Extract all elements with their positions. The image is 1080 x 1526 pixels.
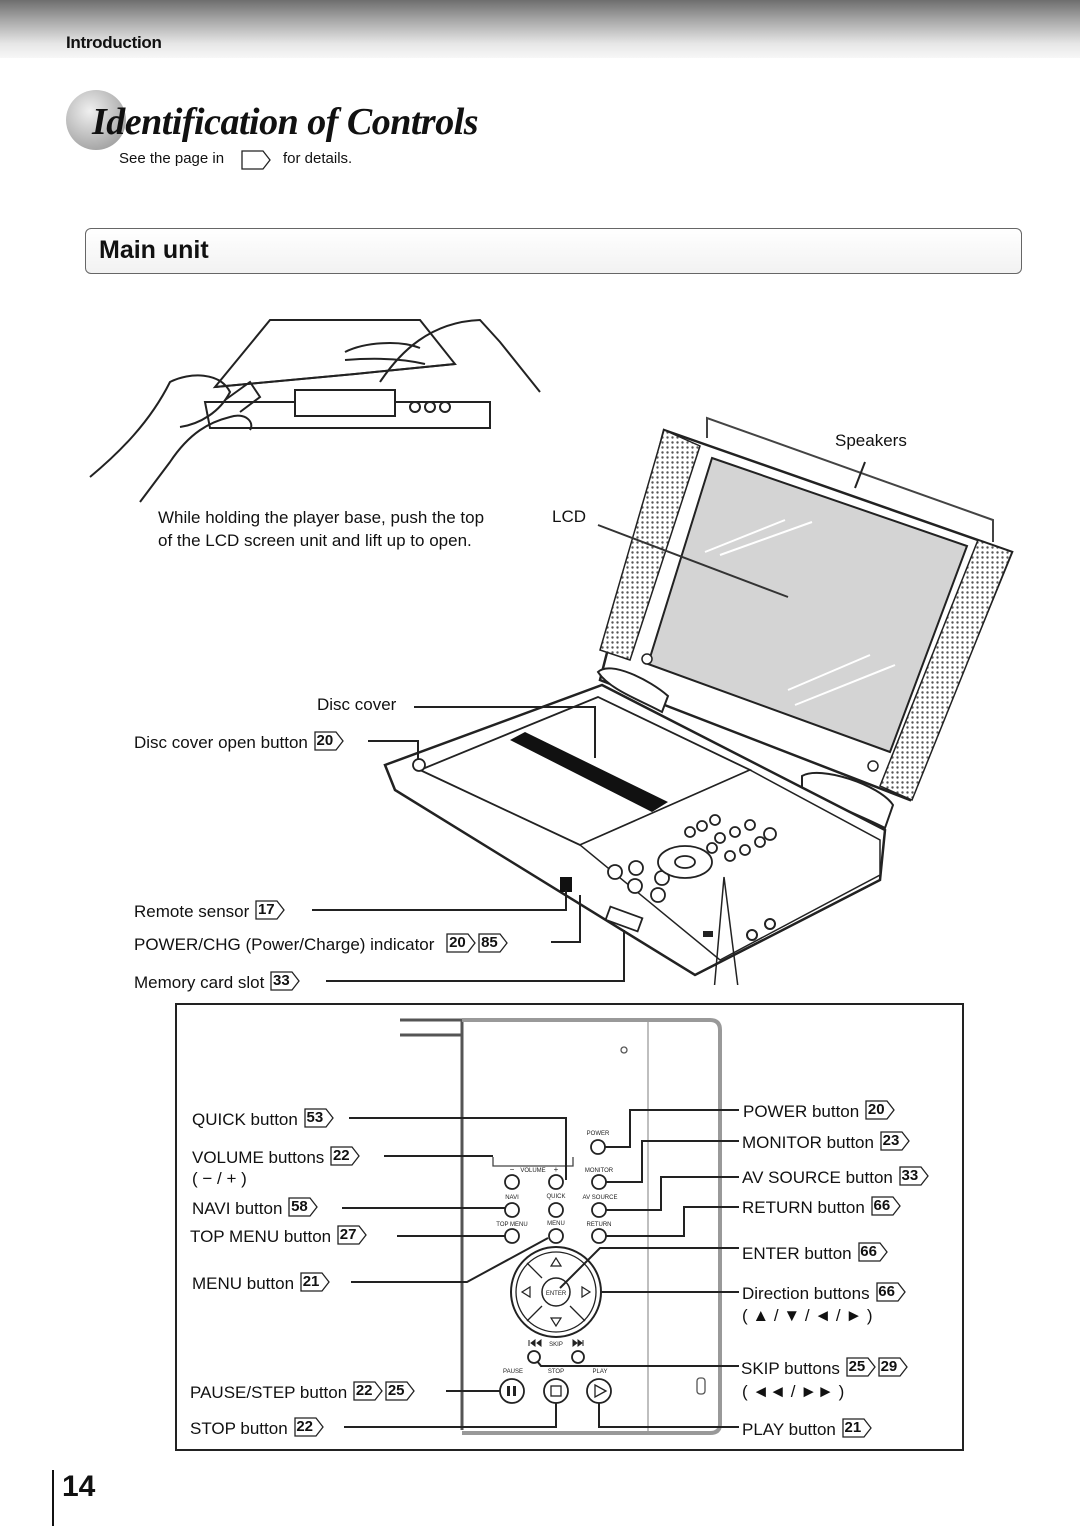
page-ref-icon: 22 — [330, 1146, 361, 1171]
hint-text-before: See the page in — [119, 150, 225, 167]
label-skip-sub: ( ◄◄ / ►► ) — [742, 1382, 845, 1401]
page-ref-icon: 58 — [288, 1197, 319, 1222]
tiny-label-top-menu: TOP MENU — [496, 1222, 527, 1228]
main-unit-illustration — [383, 416, 1014, 985]
tiny-label-minus: − — [510, 1165, 515, 1174]
tiny-label-menu: MENU — [547, 1221, 565, 1227]
section-label: Introduction — [66, 33, 162, 52]
page-ref-icon: 27 — [337, 1225, 367, 1250]
page-ref-icon: 25 — [385, 1381, 416, 1406]
tiny-label-navi: NAVI — [505, 1195, 519, 1201]
page-ref-icon: 17 — [255, 900, 286, 925]
page-ref-icon: 66 — [875, 1282, 906, 1307]
tiny-label-return: RETURN — [587, 1222, 612, 1228]
tiny-label-quick: QUICK — [546, 1194, 565, 1200]
control-panel-detail-box — [175, 1003, 964, 1451]
tiny-label-volume: VOLUME — [520, 1168, 545, 1174]
tiny-label-enter: ENTER — [546, 1291, 567, 1297]
tiny-label-plus: + — [554, 1165, 559, 1174]
page-ref-icon: 20 — [865, 1100, 896, 1125]
page-ref-icon: 25 — [846, 1357, 876, 1382]
opening-illustration — [89, 318, 541, 503]
tiny-label-skip: SKIP — [549, 1342, 563, 1348]
tiny-label-monitor: MONITOR — [585, 1168, 614, 1174]
title-bullet-icon — [66, 90, 126, 150]
tiny-label-pause: PAUSE — [503, 1369, 523, 1375]
header-bar — [0, 0, 1080, 58]
speakers-label: Speakers — [835, 431, 907, 450]
page-ref-icon: 85 — [478, 933, 509, 958]
page-number: 14 — [62, 1470, 96, 1503]
page-ref-icon: 22 — [353, 1381, 384, 1406]
page-ref-icon: 66 — [857, 1242, 888, 1267]
callout-disc-cover: Disc cover — [317, 695, 397, 714]
page-ref-icon — [241, 150, 271, 170]
lcd-label: LCD — [552, 507, 587, 526]
page-ref-icon: 66 — [871, 1196, 901, 1221]
tiny-label-stop: STOP — [548, 1369, 564, 1375]
tiny-label-play: PLAY — [593, 1369, 608, 1375]
footer-rule — [52, 1470, 54, 1526]
page-ref-icon: 22 — [294, 1417, 324, 1442]
page-title: Identification of Controls — [92, 101, 479, 143]
instruction-line-2: of the LCD screen unit and lift up to op… — [158, 531, 472, 550]
label-volume-sub: ( − / + ) — [192, 1169, 247, 1188]
main-unit-header-box — [85, 228, 1022, 274]
page-ref-icon: 23 — [880, 1131, 910, 1156]
page-ref-icon: 20 — [446, 933, 477, 958]
control-panel-drawing: POWER VOLUME − + MONITOR NAVI QUICK AV S… — [342, 1018, 739, 1435]
page-ref-icon: 33 — [899, 1166, 929, 1191]
page-ref-icon: 21 — [842, 1418, 872, 1443]
tiny-label-av-source: AV SOURCE — [583, 1195, 618, 1201]
page-ref-icon: 21 — [300, 1272, 330, 1297]
page-ref-icon: 53 — [304, 1108, 334, 1133]
top-callout-leaders — [312, 706, 625, 982]
page-ref-icon: 29 — [878, 1357, 908, 1382]
page-ref-icon: 20 — [314, 731, 344, 756]
tiny-label-power: POWER — [587, 1131, 610, 1137]
main-unit-heading: Main unit — [99, 236, 209, 264]
page-ref-icon: 33 — [270, 971, 301, 996]
instruction-line-1: While holding the player base, push the … — [158, 508, 485, 527]
label-direction-sub: ( ▲ / ▼ / ◄ / ► ) — [742, 1306, 873, 1325]
hint-text-after: for details. — [283, 150, 353, 167]
